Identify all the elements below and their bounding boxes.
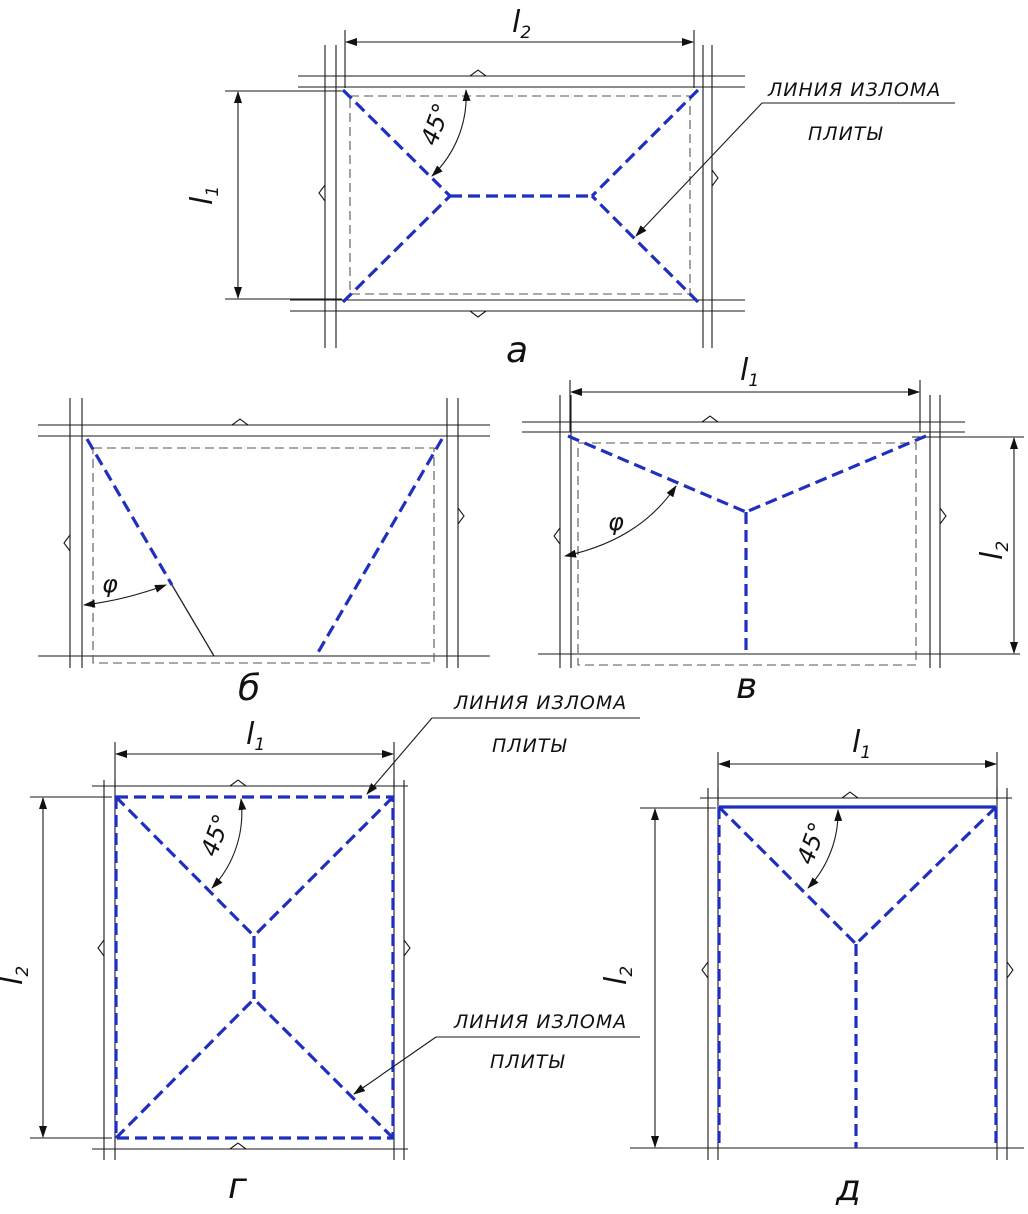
angle-a-45: 45° <box>415 99 456 149</box>
angle-d-45: 45° <box>791 818 832 868</box>
caption-b: б <box>238 668 260 709</box>
dim-d-l2: l2 <box>599 966 637 985</box>
panel-d: l1 l2 45° д <box>599 725 1024 1209</box>
caption-g: г <box>228 1166 248 1207</box>
panel-v: l1 l2 φ в <box>522 353 1024 707</box>
note-g-bottom-fold-line-1: ЛИНИЯ ИЗЛОМА <box>453 1011 627 1033</box>
dim-a-l2: l2 <box>512 5 531 43</box>
caption-v: в <box>736 666 757 707</box>
note-g-bottom-fold-line-2: ПЛИТЫ <box>490 1051 565 1073</box>
angle-b-phi: φ <box>102 570 118 598</box>
dim-g-l1: l1 <box>246 717 265 755</box>
dim-v-l2: l2 <box>975 541 1013 560</box>
dim-a-l1: l1 <box>185 186 223 205</box>
caption-d: д <box>835 1168 861 1209</box>
dim-v-l1: l1 <box>740 353 759 391</box>
dim-g-l2: l2 <box>0 966 33 985</box>
note-a-fold-line-2: ПЛИТЫ <box>808 123 883 145</box>
caption-a: а <box>506 330 528 371</box>
dim-d-l1: l1 <box>852 725 871 763</box>
note-a-fold-line-1: ЛИНИЯ ИЗЛОМА <box>767 79 941 101</box>
angle-v-phi: φ <box>608 508 624 536</box>
panel-b: φ б <box>38 398 490 709</box>
note-g-top-fold-line-2: ПЛИТЫ <box>492 735 567 757</box>
panel-a: l2 l1 45° ЛИНИЯ ИЗЛОМА ПЛИТЫ а <box>185 5 955 371</box>
angle-g-45: 45° <box>195 810 236 860</box>
panel-g: l1 l2 45° ЛИНИЯ ИЗЛОМА ПЛИТЫ ЛИНИЯ ИЗЛОМ… <box>0 692 640 1207</box>
note-g-top-fold-line-1: ЛИНИЯ ИЗЛОМА <box>453 692 627 714</box>
